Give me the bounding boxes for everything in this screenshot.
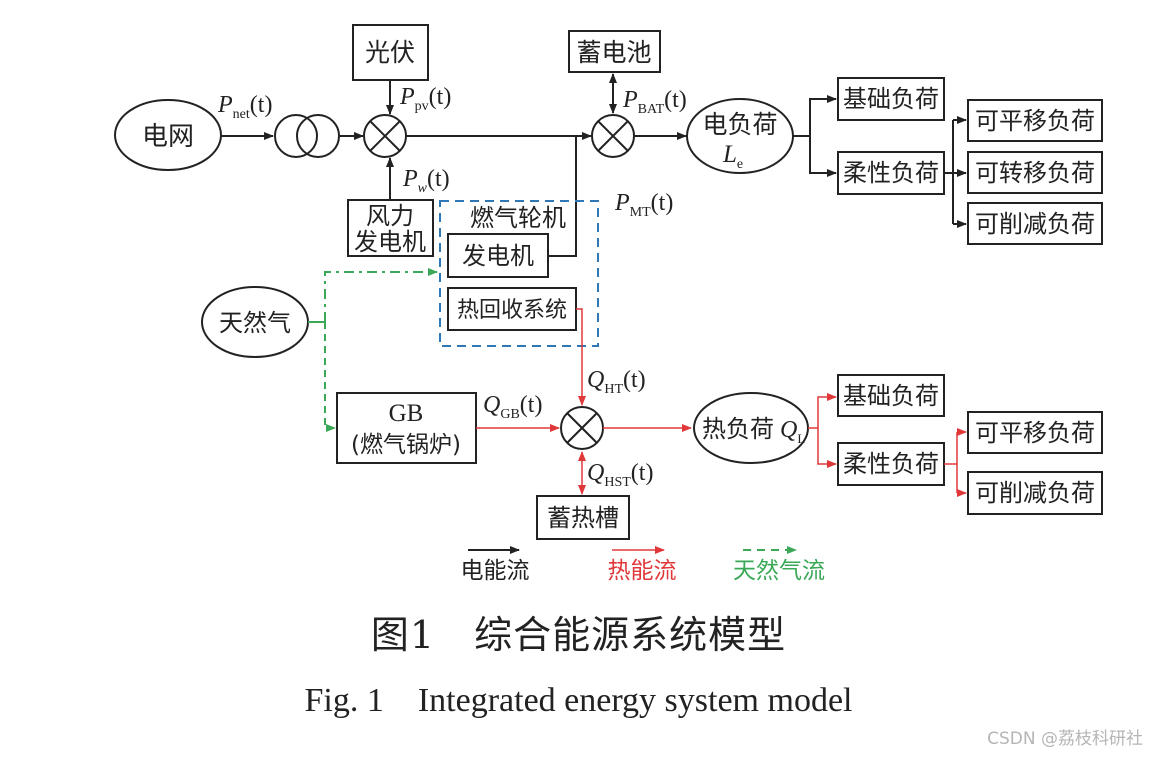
heat-load-label: 热负荷 xyxy=(702,415,774,443)
wind-generator-node: 风力 发电机 xyxy=(347,199,434,257)
p-w-label: Pw(t) xyxy=(402,166,450,196)
p-bat-label: PBAT(t) xyxy=(622,87,687,117)
heat-recovery-to-bus-line xyxy=(576,308,586,406)
battery-label: 蓄电池 xyxy=(576,38,651,67)
elec-transferable-load-box: 可转移负荷 xyxy=(967,151,1103,194)
grid-label: 电网 xyxy=(142,122,194,152)
elec-curtailable-load-box: 可削减负荷 xyxy=(967,202,1103,245)
figure-caption-cn: 图1 综合能源系统模型 xyxy=(370,613,787,657)
p-net-label: Pnet(t) xyxy=(217,92,272,122)
q-ht-label: QHT(t) xyxy=(587,367,646,397)
electric-bus-junction-1 xyxy=(363,114,407,158)
heat-curtailable-load-box: 可削减负荷 xyxy=(967,471,1103,515)
gas-to-boiler-line xyxy=(324,322,336,432)
mt-generator-to-bus-line xyxy=(548,136,577,257)
gas-boiler-label: GB xyxy=(389,400,424,427)
watermark: CSDN @荔枝科研社 xyxy=(987,729,1143,749)
generator-label: 发电机 xyxy=(462,242,534,270)
heat-base-load-box: 基础负荷 xyxy=(837,374,945,417)
elec-curtailable-load-label: 可削减负荷 xyxy=(975,210,1095,238)
p-mt-label: PMT(t) xyxy=(614,190,673,220)
heat-base-load-label: 基础负荷 xyxy=(843,382,939,410)
legend-electric-label: 电能流 xyxy=(461,558,530,584)
gas-boiler-node: GB (燃气锅炉) xyxy=(336,392,477,464)
generator-node: 发电机 xyxy=(447,233,549,278)
heat-shiftable-load-box: 可平移负荷 xyxy=(967,411,1103,454)
elec-flex-load-box: 柔性负荷 xyxy=(837,151,945,195)
elec-to-flex-load-line xyxy=(809,136,837,177)
natural-gas-label: 天然气 xyxy=(219,309,291,337)
elec-base-load-label: 基础负荷 xyxy=(843,85,939,113)
grid-node: 电网 xyxy=(114,99,222,171)
battery-node: 蓄电池 xyxy=(568,30,661,73)
heat-load-node: 热负荷 QL xyxy=(693,392,809,464)
legend: 电能流 热能流 天然气流 xyxy=(461,546,825,584)
gas-to-turbine-line xyxy=(324,268,438,322)
p-pv-label: Ppv(t) xyxy=(399,84,451,114)
electric-load-node: 电负荷 Le xyxy=(686,98,794,174)
heat-to-base-load-line xyxy=(808,393,837,429)
legend-gas-label: 天然气流 xyxy=(733,558,825,584)
electric-bus-junction-2 xyxy=(591,114,635,158)
heat-flex-load-box: 柔性负荷 xyxy=(837,442,945,486)
q-hst-label: QHST(t) xyxy=(587,460,653,490)
pv-label: 光伏 xyxy=(365,38,415,67)
natural-gas-node: 天然气 xyxy=(201,286,309,358)
heat-to-flex-load-line xyxy=(817,428,837,468)
heat-curtailable-load-label: 可削减负荷 xyxy=(975,479,1095,507)
heat-recovery-label: 热回收系统 xyxy=(457,298,567,323)
elec-base-load-box: 基础负荷 xyxy=(837,77,945,121)
figure-caption-en: Fig. 1 Integrated energy system model xyxy=(304,682,853,719)
gas-turbine-label: 燃气轮机 xyxy=(470,204,566,232)
elec-to-base-load-line xyxy=(793,95,837,137)
q-gb-label: QGB(t) xyxy=(483,392,542,422)
pv-node: 光伏 xyxy=(352,24,429,81)
heat-bus-junction xyxy=(560,406,604,450)
heat-storage-node: 蓄热槽 xyxy=(536,495,630,540)
heat-storage-label: 蓄热槽 xyxy=(547,504,619,532)
wind-label-line2: 发电机 xyxy=(354,228,426,256)
elec-shiftable-load-box: 可平移负荷 xyxy=(967,99,1103,142)
elec-load-label: 电负荷 xyxy=(702,110,777,139)
heat-flex-load-label: 柔性负荷 xyxy=(843,450,939,478)
elec-load-symbol: Le xyxy=(722,141,743,172)
gas-boiler-sublabel: (燃气锅炉) xyxy=(351,432,461,458)
heat-load-symbol: QL xyxy=(780,417,805,446)
heat-shiftable-load-label: 可平移负荷 xyxy=(975,419,1095,447)
legend-heat-label: 热能流 xyxy=(608,558,677,584)
heat-recovery-node: 热回收系统 xyxy=(447,287,577,331)
elec-transferable-load-label: 可转移负荷 xyxy=(975,159,1095,187)
gas-turbine-group-border xyxy=(439,200,599,347)
wind-label-line1: 风力 xyxy=(366,202,414,230)
elec-shiftable-load-label: 可平移负荷 xyxy=(975,107,1095,135)
elec-flex-load-label: 柔性负荷 xyxy=(843,159,939,187)
transformer-icon xyxy=(274,114,340,158)
